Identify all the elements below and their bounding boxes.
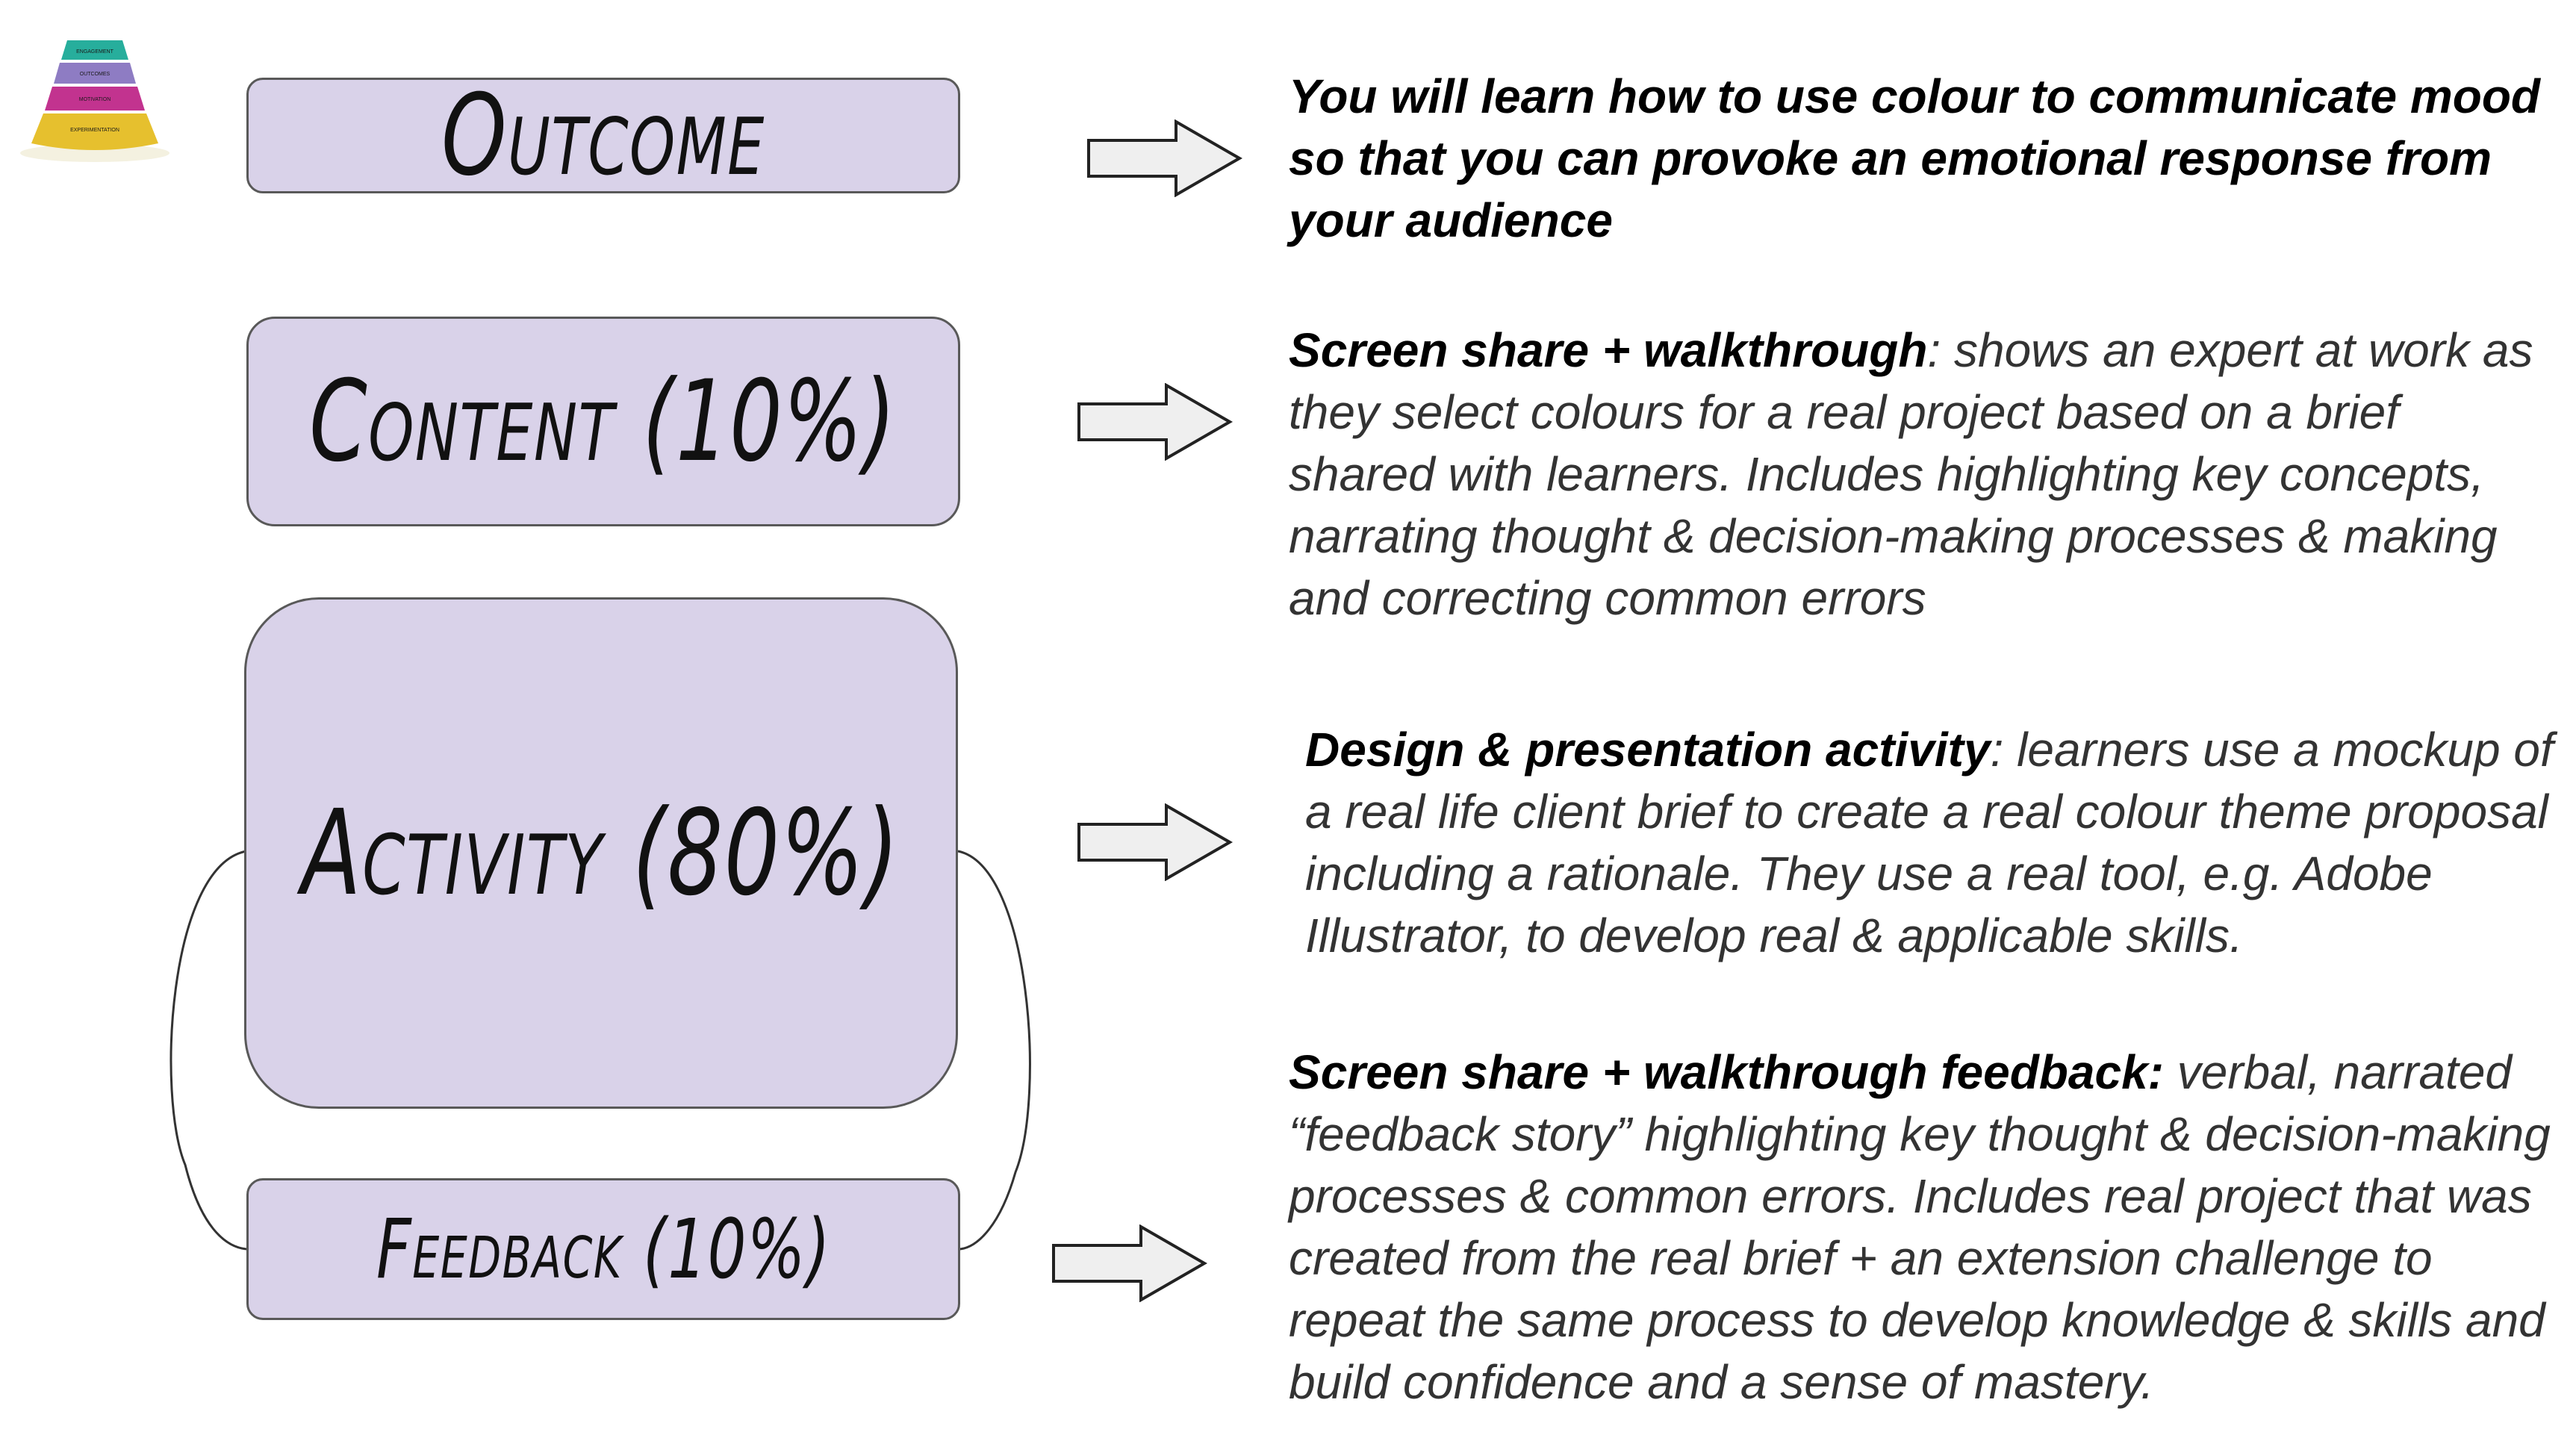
feedback-description-body: verbal, narrated “feedback story” highli… (1289, 1045, 2551, 1409)
activity-label: Activity (80%) (302, 784, 900, 922)
content-box: Content (10%) (246, 317, 960, 526)
content-description-body: : shows an expert at work as they select… (1289, 323, 2533, 625)
activity-description-body: : learners use a mockup of a real life c… (1305, 723, 2554, 962)
logo-tier-4-label: EXPERIMENTATION (70, 128, 119, 133)
activity-box: Activity (80%) (244, 597, 958, 1109)
activity-arrow-icon (1077, 803, 1233, 881)
activity-description-title: Design & presentation activity (1305, 723, 1991, 777)
feedback-label: Feedback (10%) (376, 1201, 831, 1297)
content-arrow-icon (1077, 383, 1233, 461)
feedback-description-title: Screen share + walkthrough feedback: (1289, 1045, 2164, 1099)
activity-description: Design & presentation activity: learners… (1305, 719, 2575, 967)
feedback-description: Screen share + walkthrough feedback: ver… (1289, 1042, 2558, 1413)
feedback-arrow-icon (1052, 1224, 1208, 1302)
outcome-arrow-icon (1087, 119, 1243, 197)
outcome-box: Outcome (246, 71, 960, 201)
content-label: Content (10%) (309, 356, 897, 487)
outcome-label: Outcome (441, 70, 765, 201)
feedback-box: Feedback (10%) (246, 1178, 960, 1320)
logo-tier-1-label: ENGAGEMENT (76, 49, 114, 55)
outcome-description: You will learn how to use colour to comm… (1289, 69, 2540, 247)
pyramid-logo-icon: ENGAGEMENT OUTCOMES MOTIVATION EXPERIMEN… (20, 40, 169, 162)
logo-tier-2-label: OUTCOMES (80, 72, 111, 77)
logo-tier-3-label: MOTIVATION (79, 97, 111, 102)
content-description: Screen share + walkthrough: shows an exp… (1289, 320, 2558, 629)
content-description-title: Screen share + walkthrough (1289, 323, 1928, 377)
